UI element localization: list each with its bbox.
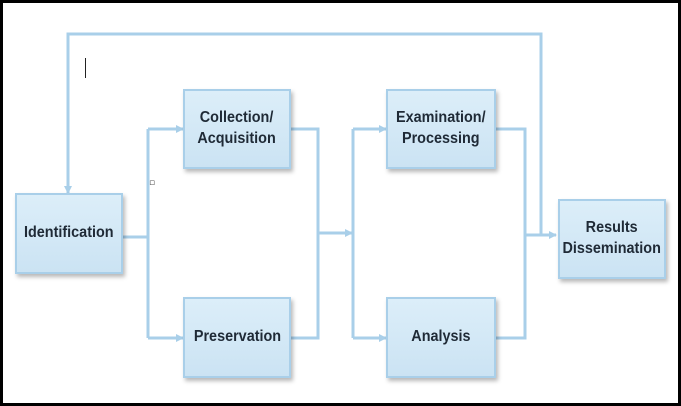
analysis-to-merge-line xyxy=(496,235,527,340)
preservation-box: Preservation xyxy=(183,297,291,378)
collection-acquisition-box: Collection/ Acquisition xyxy=(183,89,291,169)
connector-layer xyxy=(64,32,557,342)
analysis-label: Analysis xyxy=(411,328,471,346)
results-dissemination-label: Results Dissemination xyxy=(562,219,662,257)
preservation-label: Preservation xyxy=(193,328,281,346)
identification-label: Identification xyxy=(24,224,114,242)
collection-acquisition-label: Collection/ Acquisition xyxy=(197,109,277,147)
stray-marker-glyph: ▫ xyxy=(149,178,156,188)
feedback-loop-arrow xyxy=(64,32,543,235)
examination-processing-box: Examination/ Processing xyxy=(386,89,496,169)
examination-to-merge-line xyxy=(496,127,527,235)
analysis-box: Analysis xyxy=(386,297,496,378)
diagram-canvas: Identification Collection/ Acquisition P… xyxy=(3,3,678,403)
text-cursor-mark xyxy=(85,58,86,78)
preservation-to-merge-line xyxy=(291,233,320,340)
examination-processing-label: Examination/ Processing xyxy=(396,109,486,147)
collection-to-merge-line xyxy=(291,127,320,233)
results-dissemination-box: Results Dissemination xyxy=(558,199,666,279)
identification-box: Identification xyxy=(15,193,123,274)
